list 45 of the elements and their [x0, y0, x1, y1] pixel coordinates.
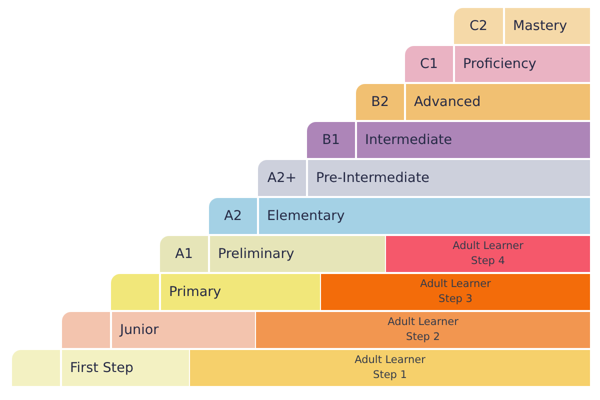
level-tab — [209, 198, 257, 234]
level-bar — [112, 312, 255, 348]
level-bar — [62, 350, 189, 386]
level-tab — [307, 122, 355, 158]
level-tab — [12, 350, 60, 386]
level-name: Intermediate — [365, 132, 452, 148]
level-bar — [505, 8, 590, 44]
level-name: First Step — [70, 360, 134, 376]
level-name: Primary — [169, 284, 222, 300]
level-tab — [454, 8, 503, 44]
level-tab — [258, 160, 306, 196]
level-tab — [160, 236, 208, 272]
level-name: Adult Learner Step 1 — [354, 353, 426, 383]
adult-learner-bar — [256, 312, 590, 348]
level-bar — [259, 198, 590, 234]
level-name: Adult Learner Step 2 — [386, 315, 460, 345]
level-name: Pre-Intermediate — [316, 170, 430, 186]
level-name: Mastery — [513, 18, 568, 34]
level-name: Adult Learner Step 3 — [419, 277, 492, 307]
level-name: Preliminary — [218, 246, 294, 262]
level-tab — [111, 274, 159, 310]
level-tab — [405, 46, 453, 82]
level-name: Elementary — [267, 208, 345, 224]
adult-learner-bar — [321, 274, 590, 310]
level-code: B2 — [371, 94, 389, 110]
level-tab — [356, 84, 404, 120]
adult-learner-bar — [386, 236, 590, 272]
level-bar — [455, 46, 590, 82]
level-bar — [161, 274, 320, 310]
level-code: A2 — [224, 208, 242, 224]
adult-learner-bar — [190, 350, 590, 386]
level-tab — [62, 312, 110, 348]
level-bar — [406, 84, 590, 120]
level-code: B1 — [322, 132, 340, 148]
level-name: Proficiency — [463, 56, 536, 72]
level-bar — [357, 122, 590, 158]
level-code: C2 — [469, 18, 488, 34]
level-bar — [308, 160, 590, 196]
level-name: Junior — [120, 322, 159, 338]
level-name: Advanced — [414, 94, 481, 110]
level-name: Adult Learner Step 4 — [452, 239, 524, 269]
level-code: A2+ — [267, 170, 297, 186]
level-code: A1 — [175, 246, 193, 262]
level-bar — [210, 236, 385, 272]
level-code: C1 — [420, 56, 438, 72]
